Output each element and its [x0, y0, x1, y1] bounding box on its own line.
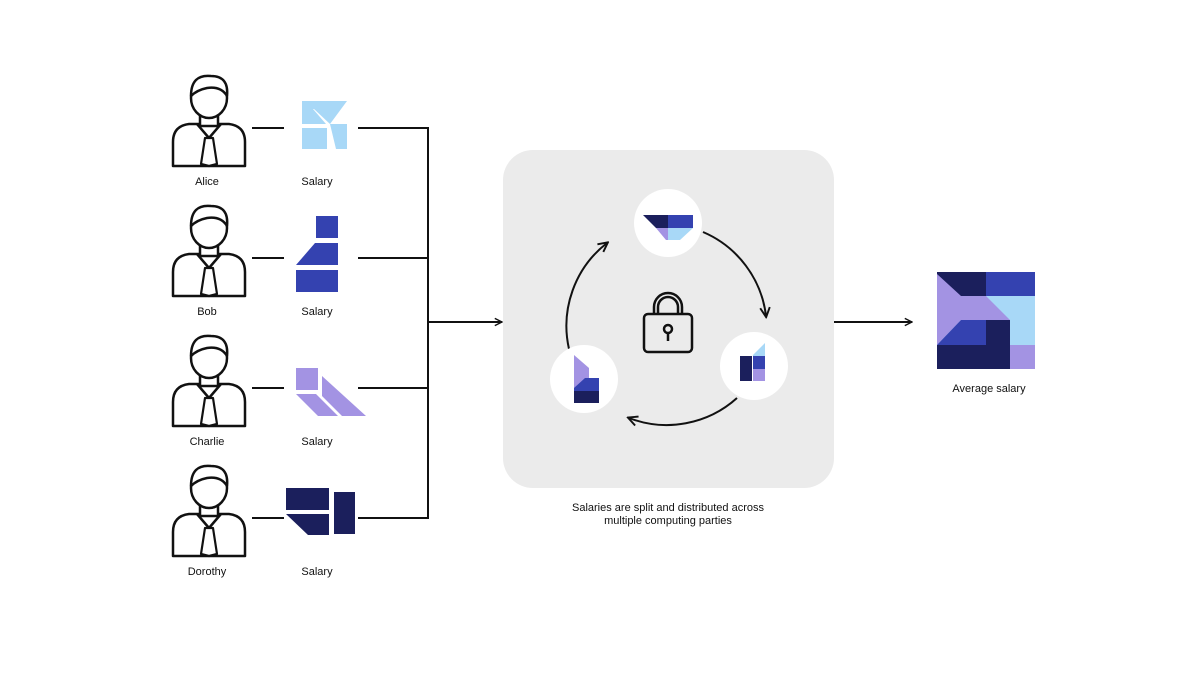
computing-party-icon-left: [574, 355, 599, 403]
person-name-charlie: Charlie: [189, 436, 225, 448]
salary-label-charlie: Salary: [301, 436, 333, 448]
person-icon-dorothy: [171, 464, 247, 558]
lock-icon: [642, 291, 694, 354]
salary-share-icon-charlie: [296, 368, 366, 416]
salary-label-dorothy: Salary: [301, 566, 333, 578]
compute-caption-line-1: Salaries are split and distributed acros…: [572, 502, 764, 514]
average-salary-icon: [937, 272, 1035, 369]
person-icon-bob: [171, 204, 247, 298]
computing-party-icon-right: [740, 343, 765, 381]
salary-share-icon-alice: [302, 101, 347, 149]
salary-bus: [358, 127, 429, 519]
person-salary-connectors: [252, 127, 284, 519]
salary-label-alice: Salary: [301, 176, 333, 188]
compute-caption: Salaries are split and distributed acros…: [538, 502, 798, 528]
person-name-bob: Bob: [197, 306, 217, 318]
compute-caption-line-2: multiple computing parties: [604, 515, 732, 527]
average-salary-label: Average salary: [952, 383, 1026, 395]
person-name-alice: Alice: [195, 176, 219, 188]
salary-label-bob: Salary: [301, 306, 333, 318]
person-icon-charlie: [171, 334, 247, 428]
person-name-dorothy: Dorothy: [187, 566, 227, 578]
person-icon-alice: [171, 74, 247, 168]
cycle-arrows: [565, 231, 766, 425]
salary-share-icon-bob: [296, 216, 338, 292]
salary-share-icon-dorothy: [286, 488, 355, 535]
computing-party-icon-top: [643, 215, 693, 240]
